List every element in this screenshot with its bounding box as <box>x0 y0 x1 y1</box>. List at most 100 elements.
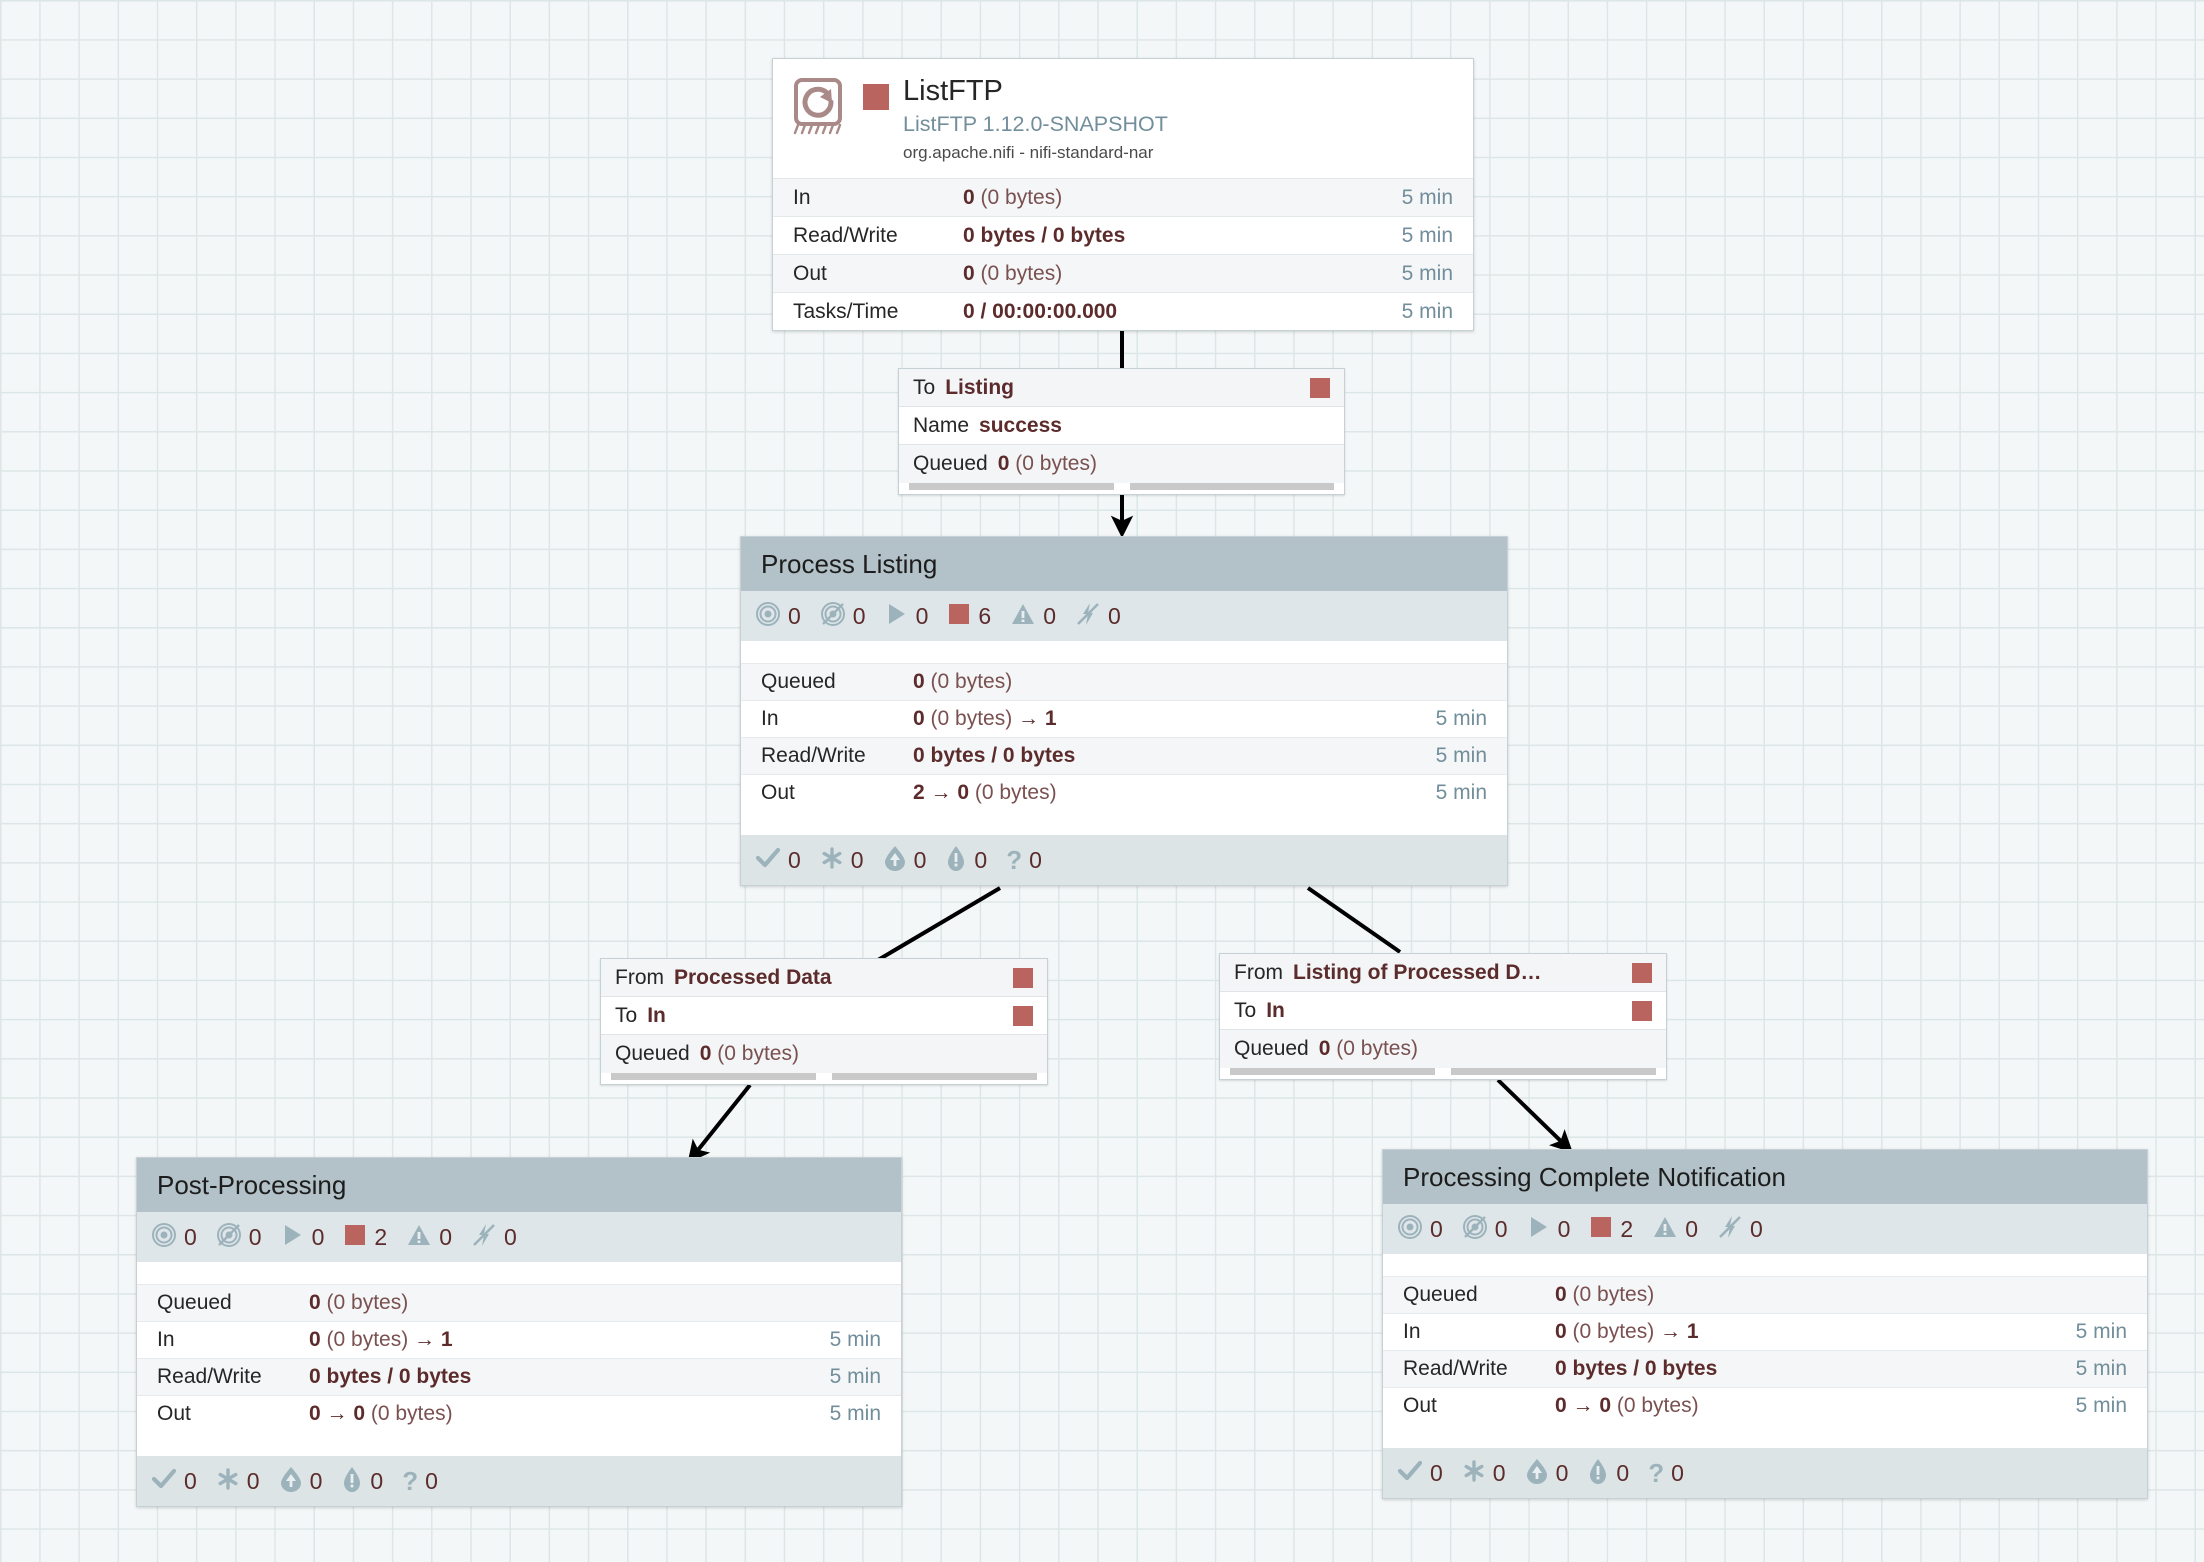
stat-label: In <box>157 1328 175 1351</box>
component-status-stopped[interactable]: 2 <box>1589 1215 1633 1244</box>
version-status-sync-failure[interactable]: 0 <box>341 1466 383 1497</box>
stopped-square-icon[interactable] <box>1632 1000 1652 1021</box>
component-status-running[interactable]: 0 <box>885 601 929 632</box>
locally-modified-icon <box>1462 1459 1486 1488</box>
component-status-transmitting[interactable]: 0 <box>151 1222 197 1253</box>
stat-timeframe: 5 min <box>1401 299 1453 323</box>
component-count: 0 <box>1043 602 1056 629</box>
component-status-running[interactable]: 0 <box>1527 1214 1570 1245</box>
component-status-transmitting[interactable]: 0 <box>755 601 801 632</box>
stopped-square-icon[interactable] <box>1013 967 1033 988</box>
connection-row-value: success <box>979 413 1062 437</box>
locally-modified-icon <box>216 1467 240 1496</box>
version-status-locally-modified[interactable]: 0 <box>216 1467 260 1496</box>
edge-process-listing-to-right-label <box>1306 886 1402 954</box>
version-count: 0 <box>1029 846 1042 873</box>
invalid-icon <box>406 1223 432 1252</box>
version-status-sync-failure[interactable]: 0 <box>945 845 987 876</box>
stopped-square-icon[interactable] <box>1310 377 1330 398</box>
version-status-locally-modified[interactable]: 0 <box>1462 1459 1506 1488</box>
connection-row-key: To <box>913 375 936 399</box>
component-count: 6 <box>978 602 992 629</box>
transmitting-icon <box>151 1222 177 1253</box>
version-count: 0 <box>246 1467 260 1494</box>
running-icon <box>885 601 909 632</box>
stat-value: 0 bytes / 0 bytes <box>913 744 1076 767</box>
queue-count-bar <box>909 483 1114 490</box>
component-status-transmitting[interactable]: 0 <box>1397 1214 1443 1245</box>
process-group-header: Post-Processing <box>137 1158 901 1212</box>
not-transmitting-icon <box>1462 1214 1488 1245</box>
component-status-not-transmitting[interactable]: 0 <box>216 1222 262 1253</box>
process-group-title: Process Listing <box>761 548 938 579</box>
component-status-not-transmitting[interactable]: 0 <box>820 601 866 632</box>
component-status-stopped[interactable]: 2 <box>343 1223 387 1252</box>
stat-value: 0 bytes / 0 bytes <box>1555 1357 1718 1380</box>
version-status-unknown[interactable]: ?0 <box>402 1468 438 1495</box>
spacer <box>137 1262 901 1284</box>
stat-value: 0 (0 bytes) → 1 <box>913 707 1057 730</box>
version-status-sync-failure[interactable]: 0 <box>1587 1458 1629 1489</box>
connection-row-value: Listing of Processed D… <box>1293 960 1542 984</box>
version-status-locally-modified[interactable]: 0 <box>820 846 864 875</box>
version-status-unknown[interactable]: ?0 <box>1006 847 1042 874</box>
version-status-stale[interactable]: 0 <box>883 845 926 876</box>
connection-row-value: In <box>1266 998 1285 1022</box>
component-status-stopped[interactable]: 6 <box>947 602 991 631</box>
component-status-running[interactable]: 0 <box>281 1222 324 1253</box>
component-status-disabled[interactable]: 0 <box>1075 601 1121 632</box>
version-status-unknown[interactable]: ?0 <box>1648 1460 1684 1487</box>
spacer <box>741 811 1507 835</box>
component-count: 0 <box>915 602 929 629</box>
stat-value: 0 → 0 (0 bytes) <box>309 1402 453 1425</box>
process-group-title: Post-Processing <box>157 1169 347 1200</box>
component-count: 0 <box>852 602 866 629</box>
stopped-square-icon[interactable] <box>1013 1005 1033 1026</box>
stat-label: Out <box>157 1402 191 1425</box>
stat-value: 0 (0 bytes) → 1 <box>309 1328 453 1351</box>
process-group-header: Process Listing <box>741 537 1507 591</box>
connection-row-key: To <box>615 1003 638 1027</box>
stopped-square-icon[interactable] <box>863 84 889 110</box>
version-count: 0 <box>1430 1459 1443 1486</box>
version-status-up-to-date[interactable]: 0 <box>1397 1459 1443 1488</box>
stat-timeframe: 5 min <box>1401 185 1453 209</box>
stat-timeframe: 5 min <box>1401 261 1453 285</box>
component-status-not-transmitting[interactable]: 0 <box>1462 1214 1508 1245</box>
connection-row-key: From <box>615 965 664 989</box>
component-status-invalid[interactable]: 0 <box>406 1223 452 1252</box>
stat-timeframe: 5 min <box>1435 744 1487 767</box>
processor-listftp[interactable]: ListFTP ListFTP 1.12.0-SNAPSHOT org.apac… <box>772 58 1474 332</box>
stat-label: Tasks/Time <box>793 299 899 323</box>
version-status-stale[interactable]: 0 <box>1525 1458 1568 1489</box>
component-status-invalid[interactable]: 0 <box>1652 1215 1698 1244</box>
version-status-up-to-date[interactable]: 0 <box>151 1467 197 1496</box>
version-count: 0 <box>1492 1459 1506 1486</box>
processor-loop-icon <box>791 75 849 142</box>
stopped-square-icon[interactable] <box>1632 962 1652 983</box>
locally-modified-icon <box>820 846 844 875</box>
version-status-up-to-date[interactable]: 0 <box>755 846 801 875</box>
stat-value: 0 (0 bytes) <box>1555 1283 1655 1306</box>
component-status-disabled[interactable]: 0 <box>1717 1214 1763 1245</box>
component-status-invalid[interactable]: 0 <box>1010 602 1056 631</box>
version-status-stale[interactable]: 0 <box>279 1466 322 1497</box>
transmitting-icon <box>755 601 781 632</box>
connection-row-value: 0 (0 bytes) <box>997 452 1097 475</box>
component-status-disabled[interactable]: 0 <box>471 1222 517 1253</box>
